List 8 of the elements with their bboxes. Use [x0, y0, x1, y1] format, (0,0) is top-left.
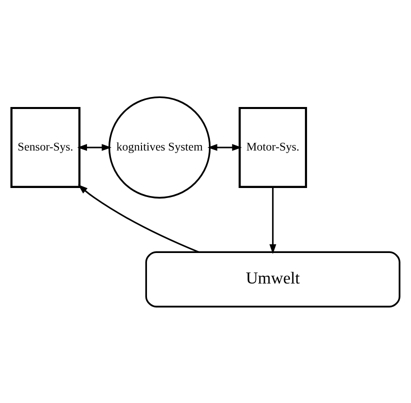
arrow	[269, 186, 276, 254]
node-circle: kognitives System	[108, 96, 211, 198]
node-box: Sensor-Sys.	[10, 106, 80, 188]
node-box: Motor-Sys.	[238, 106, 308, 188]
arrow	[77, 144, 112, 150]
arrow	[78, 184, 200, 252]
node-box: Umwelt	[145, 250, 400, 307]
arrow	[208, 144, 242, 150]
